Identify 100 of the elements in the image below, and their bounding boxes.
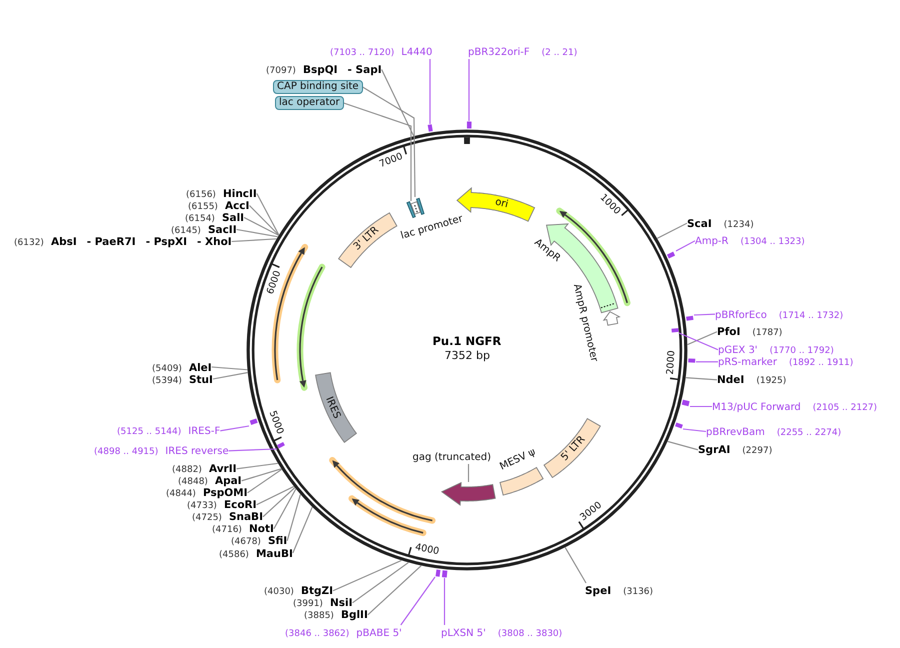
leader-line <box>687 331 718 346</box>
cut-site-position: (4030) <box>264 587 294 598</box>
primer-name: pGEX 3' <box>718 345 758 356</box>
leader-line <box>236 228 278 238</box>
enzyme-name: BspQI <box>302 64 338 76</box>
enzyme-name: PfoI <box>717 326 740 338</box>
leader-line <box>468 59 470 121</box>
leader-line <box>696 361 718 362</box>
leader-line <box>256 486 294 506</box>
leader-line <box>212 372 248 380</box>
cut-site-position: (3885) <box>304 611 334 622</box>
enzyme-name: SnaBI <box>228 511 263 524</box>
feature-label: ori <box>494 196 510 212</box>
feature-label: gag (truncated) <box>412 452 492 464</box>
primer-location: (1714 .. 1732) <box>778 310 844 321</box>
enzyme-name: BglII <box>340 609 368 622</box>
primer-name: pBR322ori-F <box>468 47 530 58</box>
cut-site-position: (1234) <box>724 220 754 230</box>
enzyme-name: AleI <box>188 362 212 374</box>
tick-label: 5000 <box>266 408 286 436</box>
enzyme-name: NotI <box>248 523 274 536</box>
cut-site-position: (2297) <box>742 446 772 456</box>
enzyme-name: SpeI <box>585 585 612 597</box>
enzyme-name: - XhoI <box>196 236 232 248</box>
primer-location: (1304 .. 1323) <box>740 237 805 248</box>
enzyme-name: SacII <box>208 224 237 236</box>
plasmid-length: 7352 bp <box>444 349 490 362</box>
cut-site-position: (7097) <box>266 66 296 76</box>
leader-line <box>244 217 279 236</box>
cut-site-position: (4882) <box>172 465 202 476</box>
cut-site-position: (4716) <box>212 525 242 536</box>
leader-line <box>262 487 296 518</box>
feature-tag: lac operator <box>275 96 344 110</box>
primer-location: (3808 .. 3830) <box>498 629 562 639</box>
leader-line <box>468 464 470 482</box>
primer-name: M13/pUC Forward <box>712 402 801 413</box>
leader-line <box>444 578 446 625</box>
primer-location: (3846 .. 3862) <box>285 629 350 639</box>
primer-location: (4898 .. 4915) <box>94 447 158 458</box>
enzyme-name: AccI <box>224 200 250 212</box>
enzyme-name: AbsI <box>50 236 77 248</box>
enzyme-name: - PspXI <box>146 236 187 248</box>
cut-site-position: (4848) <box>178 477 208 488</box>
primer-name: IRES-F <box>188 426 220 438</box>
cut-site-position: (5394) <box>152 376 182 386</box>
cut-site-position: (6154) <box>185 214 215 224</box>
primer-location: (1892 .. 1911) <box>788 358 854 368</box>
primer-name: pLXSN 5' <box>441 628 486 639</box>
leader-line <box>362 86 416 197</box>
enzyme-name: StuI <box>188 374 213 386</box>
enzyme-name: - SapI <box>348 64 382 76</box>
leader-line <box>236 462 278 470</box>
leader-line <box>352 562 409 604</box>
primer-name: L4440 <box>401 47 432 58</box>
leader-line <box>286 494 301 541</box>
leader-line <box>429 59 431 124</box>
tick-label: 6000 <box>265 269 284 296</box>
cut-site-position: (3136) <box>623 587 654 597</box>
primer-name: Amp-R <box>695 236 728 248</box>
leader-line <box>228 448 278 452</box>
primer-name: pBRrevBam <box>706 427 765 438</box>
tick-label: 2000 <box>664 350 677 375</box>
primer-location: (2 .. 21) <box>542 48 578 58</box>
leader-line <box>212 366 248 370</box>
primer-location: (5125 .. 5144) <box>117 427 182 438</box>
leader-line <box>232 238 277 242</box>
cut-site-position: (4725) <box>192 513 222 524</box>
plasmid-name: Pu.1 NGFR <box>432 335 502 348</box>
leader-line <box>247 469 282 494</box>
cut-site-position: (1925) <box>756 376 786 386</box>
enzyme-name: MauBI <box>256 548 293 560</box>
tick-label: 4000 <box>414 542 440 558</box>
enzyme-name: HincII <box>222 188 257 200</box>
primer-location: (2105 .. 2127) <box>812 403 878 413</box>
tick-label: 7000 <box>378 150 405 170</box>
primer-location: (1770 .. 1792) <box>770 346 834 356</box>
primer-location: (2255 .. 2274) <box>776 428 842 438</box>
enzyme-name: NdeI <box>717 374 744 386</box>
leader-line <box>343 102 412 201</box>
feature-tag: CAP binding site <box>273 80 363 94</box>
leader-line <box>368 565 422 616</box>
leader-line <box>292 506 313 554</box>
cut-site-position: (6155) <box>188 202 218 212</box>
primer-location: (7103 .. 7120) <box>330 48 394 58</box>
cut-site-position: (1787) <box>752 328 782 338</box>
feature-label: 5' LTR <box>559 434 588 464</box>
leader-line <box>694 314 716 316</box>
cut-site-position: (5409) <box>152 364 182 374</box>
leader-line <box>381 69 414 136</box>
leader-line <box>400 576 436 626</box>
leader-line <box>668 440 698 450</box>
leader-line <box>656 222 688 239</box>
primer-name: pRS-marker <box>718 357 777 368</box>
leader-line <box>332 560 402 592</box>
enzyme-name: - PaeR7I <box>86 236 136 248</box>
cut-site-position: (6132) <box>14 238 44 248</box>
cut-site-position: (6145) <box>171 226 201 236</box>
primer-name: IRES reverse <box>165 446 229 458</box>
primer-name: pBRforEco <box>715 310 767 321</box>
enzyme-name: BtgZI <box>300 585 333 598</box>
